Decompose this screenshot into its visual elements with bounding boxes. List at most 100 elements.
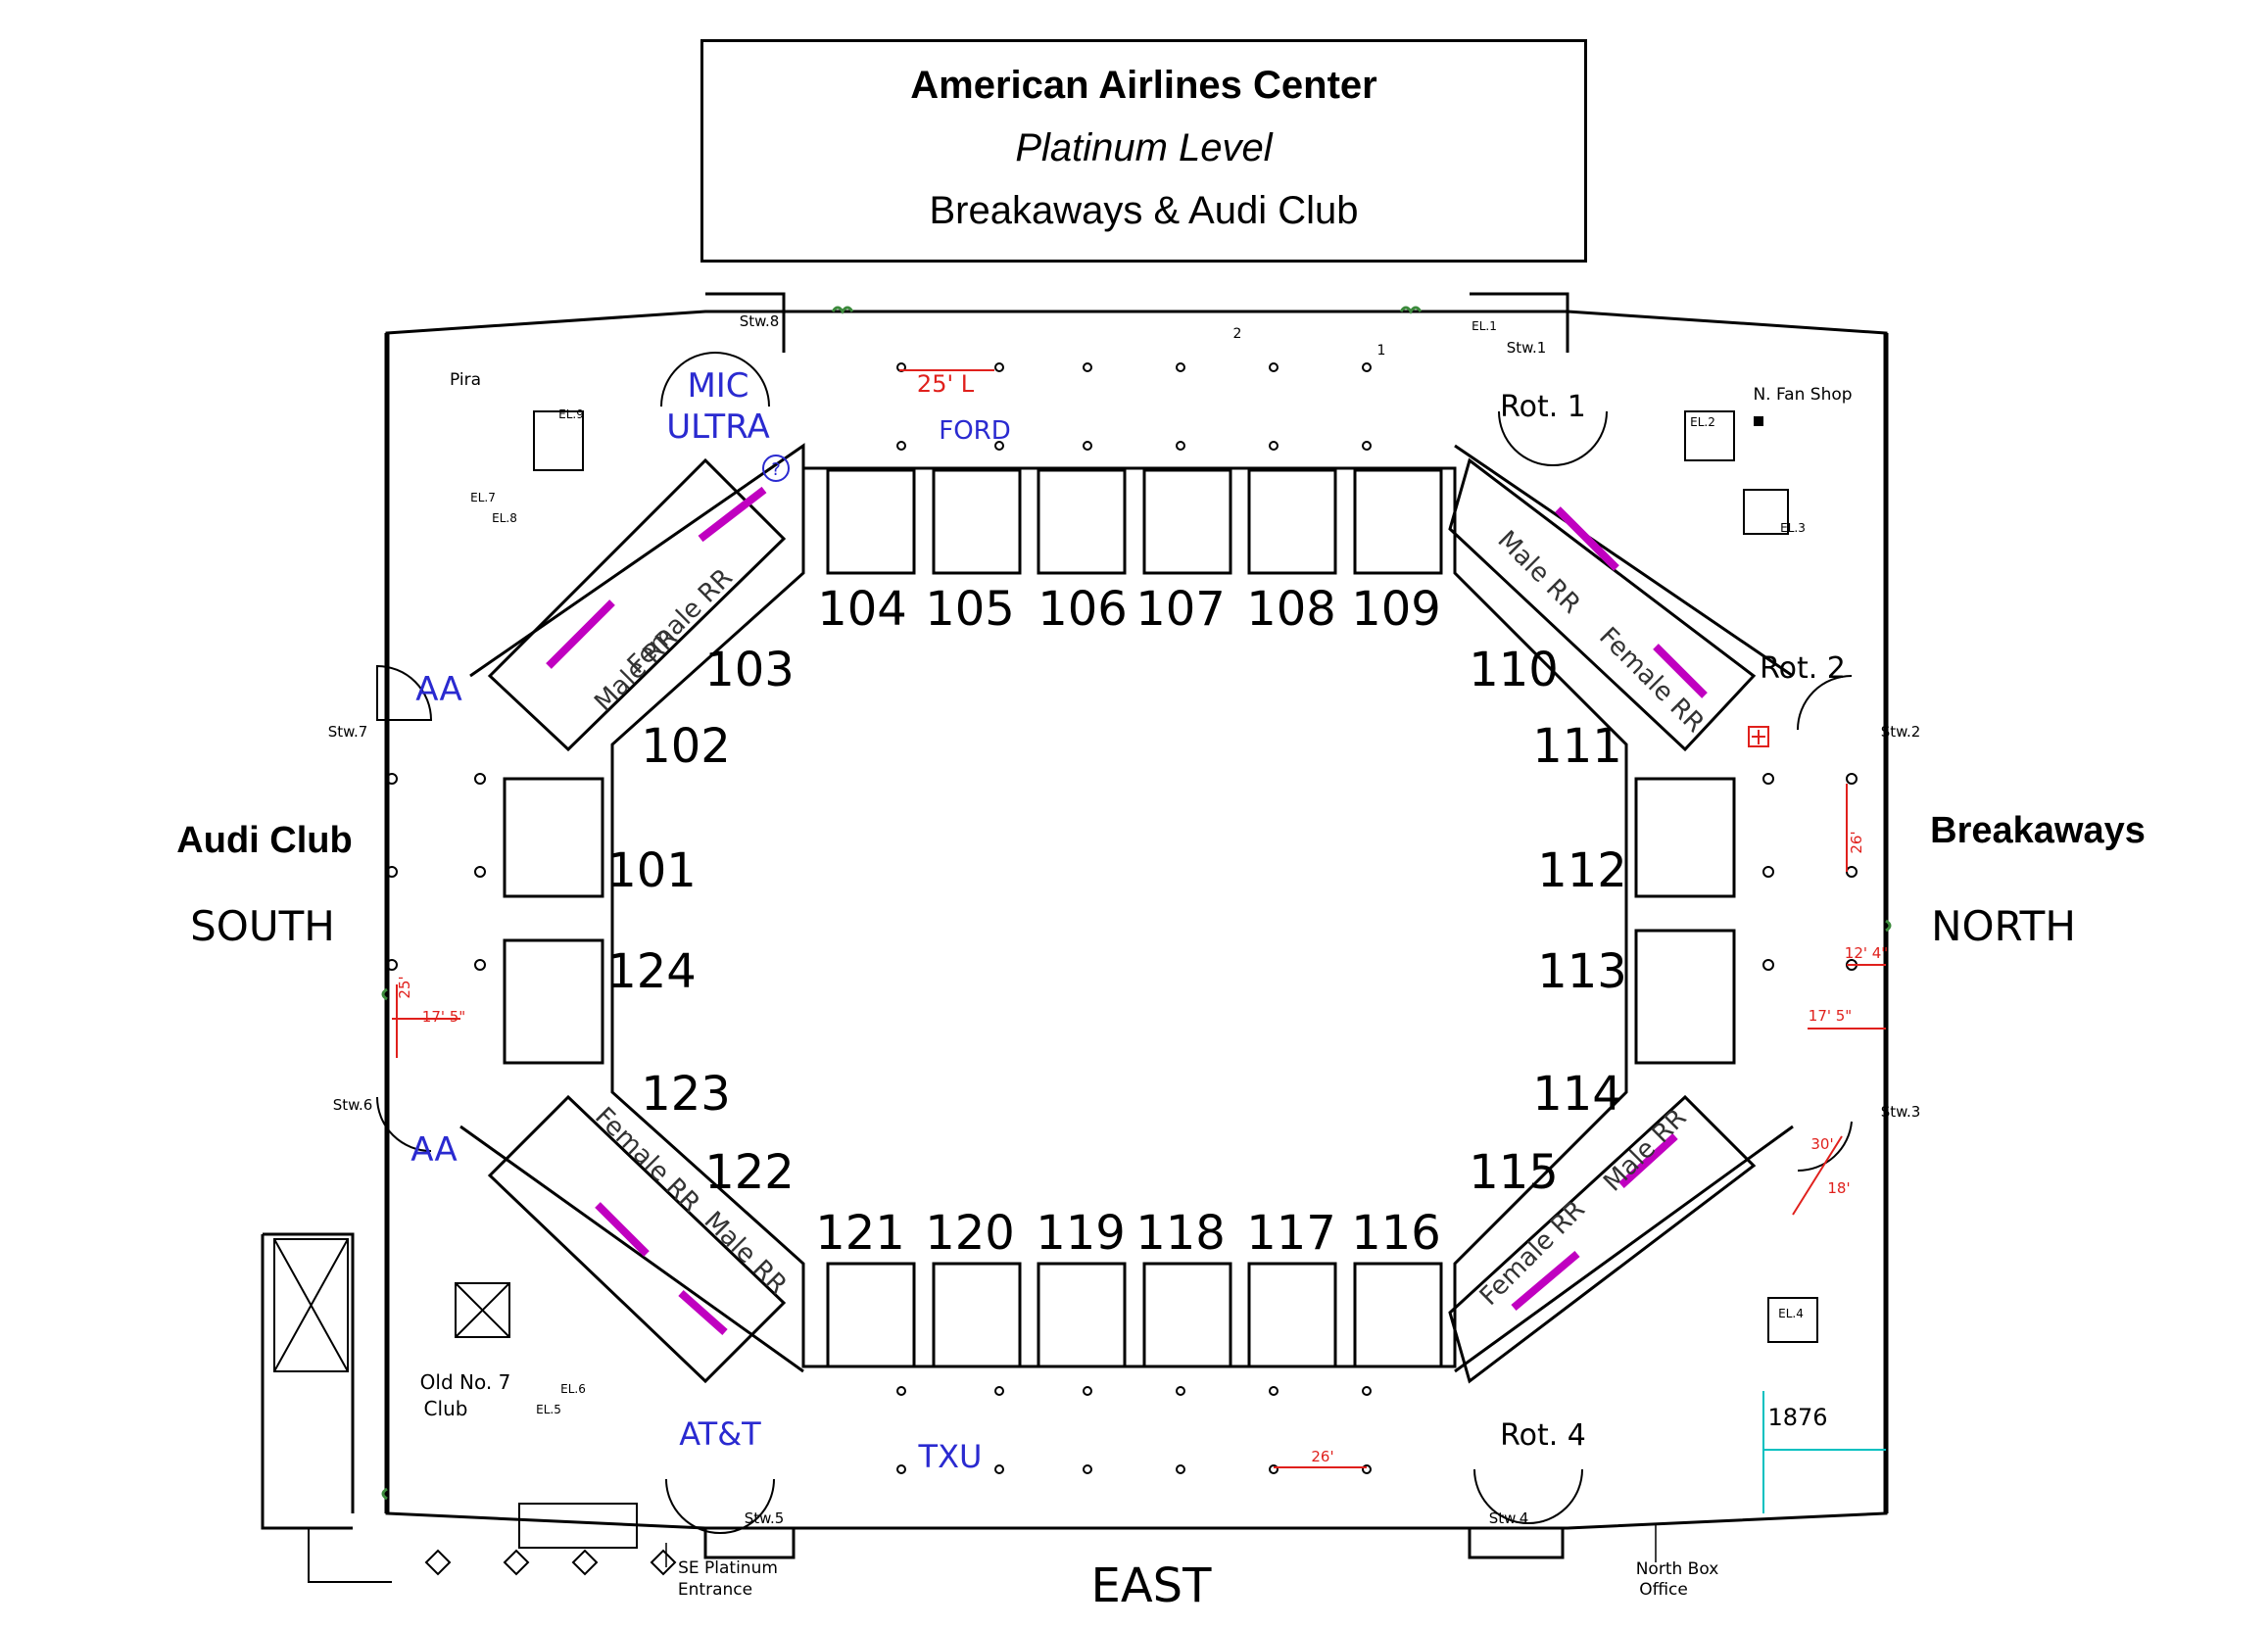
elevator-2: EL.2	[1690, 415, 1715, 429]
section-124: 124	[606, 944, 697, 999]
section-108: 108	[1246, 582, 1336, 637]
suites-sides	[503, 777, 1736, 1065]
breakaways-label: Breakaways	[1930, 810, 2146, 851]
suites-bottom	[826, 1262, 1443, 1368]
dimension-17-5-left: 17' 5"	[422, 1008, 465, 1026]
stairwell-2: Stw.2	[1881, 723, 1921, 741]
section-106: 106	[1037, 582, 1128, 637]
direction-north: NORTH	[1931, 902, 2076, 950]
stairwell-6: Stw.6	[333, 1096, 373, 1114]
section-104: 104	[817, 582, 907, 637]
rotunda-2: Rot. 2	[1760, 651, 1846, 686]
old-no7-label-2: Club	[424, 1397, 468, 1420]
audi-club-label: Audi Club	[176, 820, 352, 861]
section-111: 111	[1532, 719, 1622, 774]
suites-top	[826, 468, 1443, 575]
section-110: 110	[1469, 643, 1559, 697]
elevator-3: EL.3	[1780, 521, 1806, 535]
box-office-label-2: Office	[1639, 1580, 1688, 1600]
section-114: 114	[1532, 1067, 1622, 1122]
first-aid-icon	[1748, 726, 1769, 747]
stairwell-1: Stw.1	[1507, 339, 1547, 357]
room-1876-label: 1876	[1767, 1404, 1827, 1431]
elevator-9: EL.9	[558, 407, 584, 421]
section-102: 102	[641, 719, 731, 774]
aa-top-label: AA	[415, 670, 461, 709]
pointer-lines	[665, 1523, 1657, 1567]
info-icon	[762, 455, 790, 482]
dimension-lines	[392, 369, 1886, 1468]
escalator-2-label: 2	[1233, 326, 1242, 342]
stairwell-7: Stw.7	[328, 723, 368, 741]
elevator-8: EL.8	[492, 511, 517, 525]
dimension-25-left: 25'	[396, 976, 413, 998]
aa-bottom-label: AA	[410, 1130, 457, 1170]
fan-shop-label: N. Fan Shop	[1753, 385, 1852, 405]
box-office-label-1: North Box	[1636, 1559, 1719, 1579]
section-121: 121	[815, 1206, 905, 1261]
stairwell-4: Stw.4	[1489, 1509, 1529, 1527]
mic-ultra-label-2: ULTRA	[666, 407, 769, 447]
elevator-4: EL.4	[1778, 1307, 1804, 1320]
dimension-30: 30'	[1810, 1135, 1833, 1153]
section-105: 105	[925, 582, 1015, 637]
rotunda-4: Rot. 4	[1500, 1418, 1586, 1453]
elevator-7: EL.7	[470, 491, 496, 504]
section-103: 103	[704, 643, 795, 697]
section-115: 115	[1469, 1145, 1559, 1200]
shop-icon	[1754, 416, 1763, 426]
direction-south: SOUTH	[190, 902, 335, 950]
section-120: 120	[925, 1206, 1015, 1261]
old-no7-label-1: Old No. 7	[420, 1370, 511, 1394]
dimension-18: 18'	[1827, 1179, 1850, 1197]
elevator-5: EL.5	[536, 1403, 561, 1416]
rotunda-1: Rot. 1	[1500, 390, 1586, 424]
room-1876-outline	[1762, 1391, 1886, 1513]
info-icon-glyph: ?	[771, 459, 781, 480]
mic-ultra-label-1: MIC	[687, 366, 748, 406]
map-subtitle: Platinum Level	[1015, 126, 1273, 169]
section-107: 107	[1135, 582, 1226, 637]
se-entrance-label-1: SE Platinum	[678, 1558, 778, 1578]
columns	[386, 362, 1858, 1474]
stairwell-3: Stw.3	[1881, 1103, 1921, 1121]
dimension-26-bottom: 26'	[1311, 1448, 1333, 1465]
elevator-6: EL.6	[560, 1382, 586, 1396]
section-119: 119	[1036, 1206, 1126, 1261]
section-113: 113	[1537, 944, 1627, 999]
title-box: American Airlines Center Platinum Level …	[700, 39, 1587, 263]
direction-east: EAST	[1091, 1558, 1213, 1613]
se-entrance-label-2: Entrance	[678, 1580, 752, 1600]
section-122: 122	[704, 1145, 795, 1200]
entrance-diamonds	[424, 1549, 677, 1576]
dimension-26-right: 26'	[1848, 831, 1865, 853]
concourse-inner	[459, 443, 1794, 1373]
section-118: 118	[1135, 1206, 1226, 1261]
elevator-1: EL.1	[1472, 319, 1497, 333]
stairwell-5: Stw.5	[745, 1509, 785, 1527]
pira-label: Pira	[450, 370, 481, 390]
section-109: 109	[1351, 582, 1441, 637]
section-117: 117	[1246, 1206, 1336, 1261]
restroom-male-sw: Male RR	[699, 1206, 793, 1300]
section-116: 116	[1351, 1206, 1441, 1261]
restroom-male-nw: Male RR	[589, 623, 683, 717]
outer-walls	[261, 292, 1889, 1583]
dimension-25L: 25' L	[917, 370, 975, 398]
att-label: AT&T	[679, 1415, 761, 1453]
restroom-fixtures	[546, 486, 1708, 1335]
dimension-12-4: 12' 4"	[1845, 944, 1888, 962]
elevator-shafts	[455, 410, 1818, 1343]
map-title: American Airlines Center	[910, 64, 1377, 107]
rotundas	[376, 352, 1853, 1534]
section-123: 123	[641, 1067, 731, 1122]
landscaping	[381, 306, 1892, 1501]
section-112: 112	[1537, 843, 1627, 898]
stairwell-8: Stw.8	[740, 312, 780, 330]
ford-label: FORD	[939, 416, 1011, 446]
dimension-17-5-right: 17' 5"	[1809, 1007, 1852, 1025]
map-caption: Breakaways & Audi Club	[929, 189, 1359, 232]
restroom-blocks	[487, 457, 1757, 1384]
txu-label: TXU	[918, 1438, 983, 1475]
